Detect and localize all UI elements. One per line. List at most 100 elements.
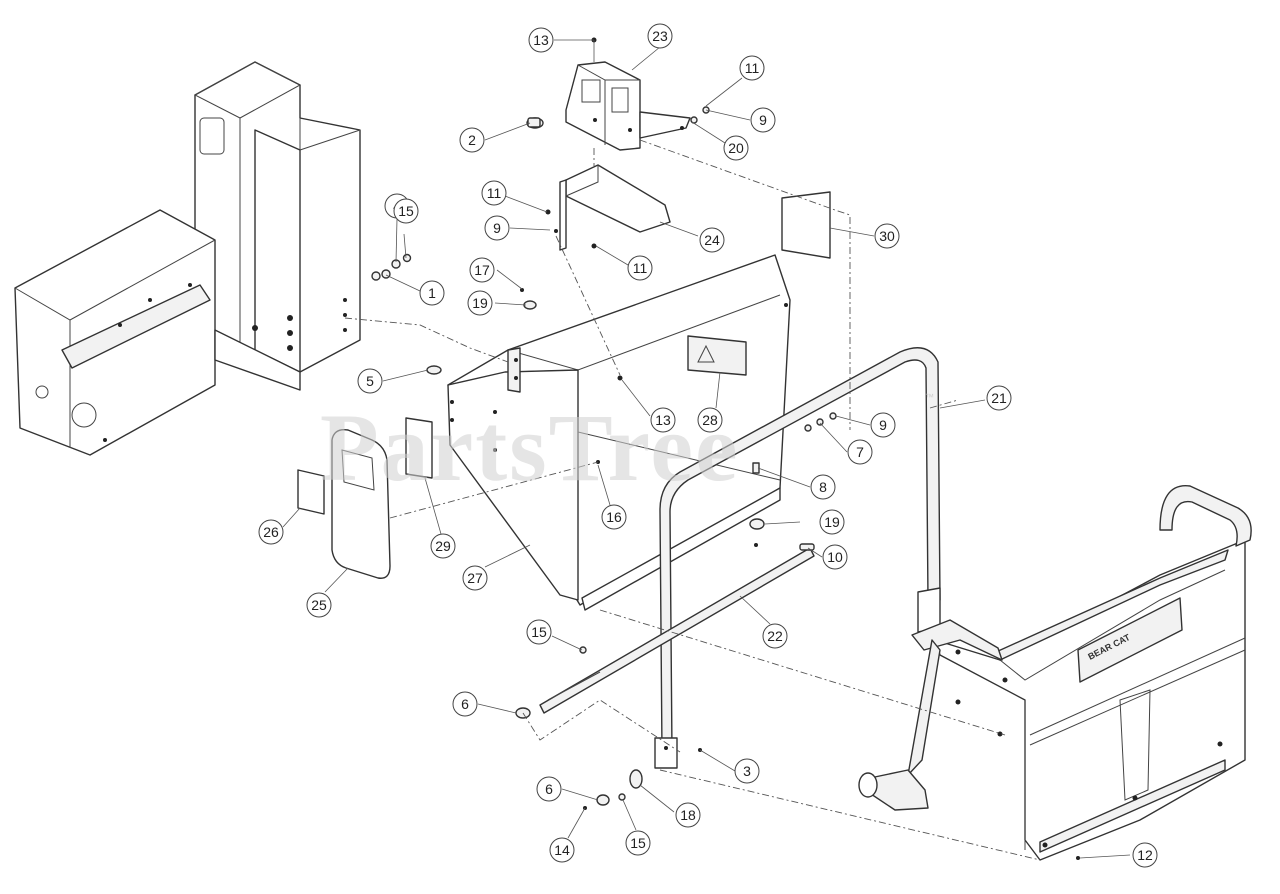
callout-c2[interactable]: 2 (459, 127, 485, 153)
callout-number: 29 (435, 538, 451, 554)
callout-circle (258, 519, 284, 545)
cover-25[interactable] (331, 429, 391, 579)
callout-c27[interactable]: 27 (462, 565, 488, 591)
callout-c7[interactable]: 7 (847, 439, 873, 465)
callout-c19b[interactable]: 19 (819, 509, 845, 535)
callout-number: 22 (767, 628, 783, 644)
callout-c30[interactable]: 30 (874, 223, 900, 249)
callout-circle (819, 509, 845, 535)
callout-c9b[interactable]: 9 (484, 215, 510, 241)
callout-number: 24 (704, 232, 720, 248)
callout-number: 21 (991, 390, 1007, 406)
callout-c15c[interactable]: 15 (625, 830, 651, 856)
callout-number: 14 (554, 842, 570, 858)
chute-plate-24[interactable] (559, 164, 671, 251)
callout-circle (1132, 842, 1158, 868)
callout-number: 6 (461, 696, 469, 712)
callout-c6a[interactable]: 6 (452, 691, 478, 717)
callout-circle (526, 619, 552, 645)
callout-number: 27 (467, 570, 483, 586)
callout-c25[interactable]: 25 (306, 592, 332, 618)
callout-number: 23 (652, 28, 668, 44)
watermark-trademark: ™ (925, 392, 934, 402)
callout-circle (528, 27, 554, 53)
callout-labels: 1234566789991011111112131314151515161718… (258, 23, 1158, 868)
callout-number: 15 (531, 624, 547, 640)
callout-c8[interactable]: 8 (810, 474, 836, 500)
callout-c29[interactable]: 29 (430, 533, 456, 559)
callout-c13a[interactable]: 13 (528, 27, 554, 53)
callout-circle (467, 290, 493, 316)
callout-circle (393, 198, 419, 224)
callout-circle (430, 533, 456, 559)
callout-circle (452, 691, 478, 717)
callout-circle (750, 107, 776, 133)
callout-c11a[interactable]: 11 (739, 55, 765, 81)
callout-c16[interactable]: 16 (601, 504, 627, 530)
callout-c22[interactable]: 22 (762, 623, 788, 649)
callout-number: 10 (827, 549, 843, 565)
callout-c6b[interactable]: 6 (536, 776, 562, 802)
callout-number: 11 (487, 185, 502, 201)
callout-number: 20 (728, 140, 744, 156)
callout-circle (484, 215, 510, 241)
callout-c24[interactable]: 24 (699, 227, 725, 253)
callout-c18[interactable]: 18 (675, 802, 701, 828)
callout-c9c[interactable]: 9 (870, 412, 896, 438)
label-26 (297, 469, 325, 515)
bag-frame-assembly[interactable] (858, 485, 1252, 861)
decal-30 (781, 191, 831, 259)
callout-number: 26 (263, 524, 279, 540)
callout-c26[interactable]: 26 (258, 519, 284, 545)
callout-c11c[interactable]: 11 (627, 255, 653, 281)
callout-circle (536, 776, 562, 802)
handle-bar-21[interactable] (654, 347, 941, 769)
decal-29 (405, 417, 433, 479)
callout-number: 11 (633, 260, 648, 276)
callout-circle (762, 623, 788, 649)
callout-number: 3 (743, 763, 751, 779)
callout-number: 13 (533, 32, 549, 48)
callout-c13b[interactable]: 13 (650, 407, 676, 433)
callout-circle (874, 223, 900, 249)
callout-c15b[interactable]: 15 (526, 619, 552, 645)
callout-circle (822, 544, 848, 570)
callout-c3[interactable]: 3 (734, 758, 760, 784)
callout-number: 11 (745, 60, 760, 76)
callout-number: 15 (630, 835, 646, 851)
callout-circle (627, 255, 653, 281)
callout-c21[interactable]: 21 (986, 385, 1012, 411)
callout-circle (462, 565, 488, 591)
callout-number: 9 (493, 220, 501, 236)
callout-number: 2 (468, 132, 476, 148)
callout-c28[interactable]: 28 (697, 407, 723, 433)
callout-c1[interactable]: 1 (419, 280, 445, 306)
callout-number: 13 (655, 412, 671, 428)
callout-circle (459, 127, 485, 153)
top-bracket-23[interactable] (565, 61, 691, 151)
callout-c15a[interactable]: 15 (393, 198, 419, 224)
callout-circle (306, 592, 332, 618)
engine-housing-frame[interactable] (14, 61, 361, 456)
callout-c11b[interactable]: 11 (481, 180, 507, 206)
callout-c10[interactable]: 10 (822, 544, 848, 570)
callout-c14[interactable]: 14 (549, 837, 575, 863)
callout-circle (625, 830, 651, 856)
callout-c19a[interactable]: 19 (467, 290, 493, 316)
callout-circle (675, 802, 701, 828)
callout-circle (697, 407, 723, 433)
callout-c9a[interactable]: 9 (750, 107, 776, 133)
callout-circle (601, 504, 627, 530)
callout-circle (723, 135, 749, 161)
callout-c12[interactable]: 12 (1132, 842, 1158, 868)
callout-number: 30 (879, 228, 895, 244)
callout-number: 9 (879, 417, 887, 433)
callout-c5[interactable]: 5 (357, 368, 383, 394)
callout-c23[interactable]: 23 (647, 23, 673, 49)
callout-circle (810, 474, 836, 500)
callout-c20[interactable]: 20 (723, 135, 749, 161)
callout-c17[interactable]: 17 (469, 257, 495, 283)
callout-number: 19 (472, 295, 488, 311)
rod-22[interactable] (539, 547, 815, 714)
